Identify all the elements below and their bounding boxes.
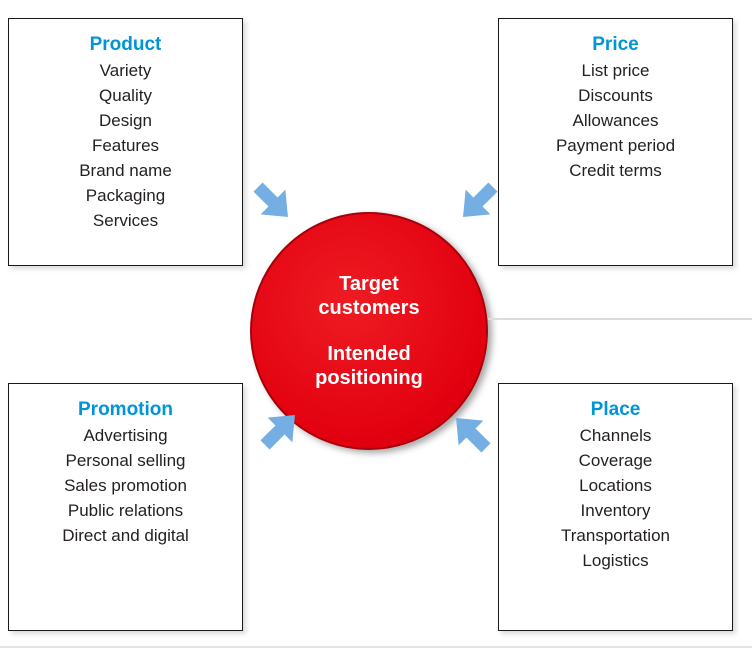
target-customers-label: Target customers (318, 273, 420, 319)
box-item: Logistics (582, 551, 649, 570)
box-item: Sales promotion (64, 476, 187, 495)
box-item: List price (581, 61, 650, 80)
arrow-icon-bottom-left (247, 397, 312, 462)
box-item: Services (92, 211, 159, 230)
box-item: Channels (579, 426, 652, 445)
circle-text: Target customers Intended positioning (289, 272, 449, 390)
box-item: Quality (99, 86, 152, 105)
box-item: Coverage (578, 451, 653, 470)
box-item: Personal selling (65, 451, 186, 470)
arrow-icon-top-right (445, 169, 510, 234)
target-customers-circle: Target customers Intended positioning (250, 212, 488, 450)
price-box-title: Price (592, 34, 639, 55)
box-item: Transportation (561, 526, 670, 545)
box-item: Discounts (578, 86, 653, 105)
arrow-icon-top-left (240, 169, 305, 234)
place-box-title: Place (590, 399, 641, 420)
box-item: Design (99, 111, 152, 130)
box-item: Credit terms (569, 161, 662, 180)
divider-line-right (488, 318, 752, 320)
arrow-icon-bottom-right (438, 400, 503, 465)
divider-line-bottom (0, 646, 752, 648)
box-item: Locations (579, 476, 652, 495)
product-box-title: Product (89, 34, 162, 55)
box-item: Advertising (83, 426, 168, 445)
box-item: Direct and digital (62, 526, 189, 545)
promotion-box-title: Promotion (78, 399, 173, 420)
box-item: Payment period (555, 136, 676, 155)
box-item: Inventory (580, 501, 651, 520)
box-item: Allowances (572, 111, 659, 130)
box-item: Features (91, 136, 160, 155)
box-item: Packaging (85, 186, 166, 205)
box-item: Public relations (67, 501, 184, 520)
intended-positioning-label: Intended positioning (315, 343, 423, 389)
box-item: Variety (99, 61, 152, 80)
box-item: Brand name (79, 161, 172, 180)
